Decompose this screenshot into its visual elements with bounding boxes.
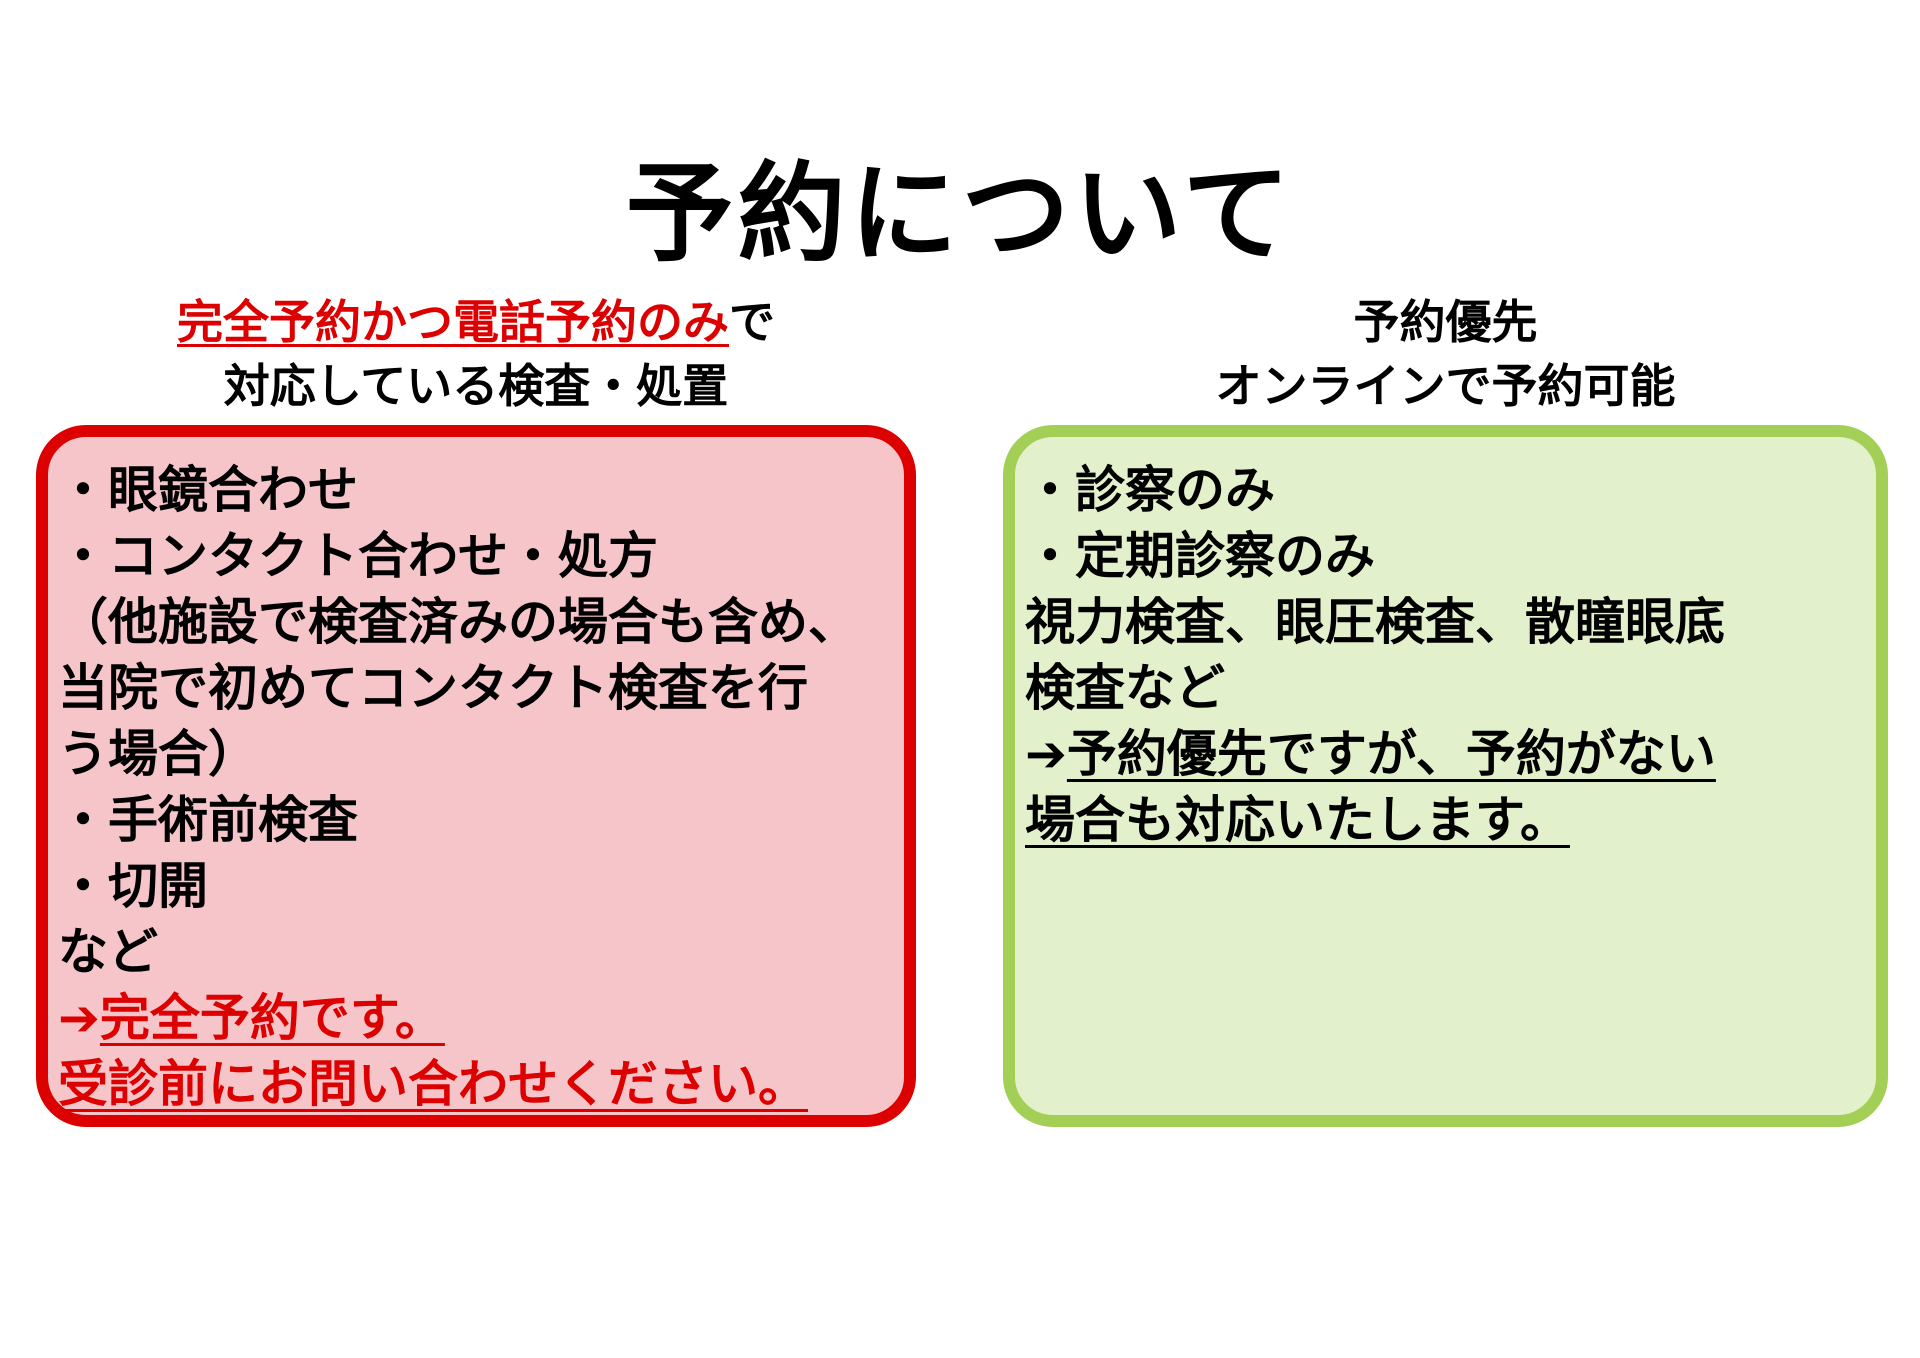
arrow-right-icon: ➔ [58, 989, 100, 1047]
list-item: ・手術前検査 [58, 791, 358, 849]
priority-reservation-box: ・診察のみ ・定期診察のみ 視力検査、眼圧検査、散瞳眼底 検査など ➔予約優先で… [1003, 425, 1888, 1127]
priority-reservation-list: ・診察のみ ・定期診察のみ 視力検査、眼圧検査、散瞳眼底 検査など ➔予約優先で… [1025, 457, 1866, 853]
list-item: 検査など [1025, 659, 1225, 717]
note-text-2: 受診前にお問い合わせください。 [58, 1055, 808, 1113]
list-item: など [58, 923, 158, 981]
list-item: ・切開 [58, 857, 208, 915]
arrow-right-icon: ➔ [1025, 725, 1067, 783]
list-item: う場合） [58, 725, 258, 783]
right-heading-line2: オンラインで予約可能 [1215, 359, 1676, 413]
list-item: ・眼鏡合わせ [58, 461, 358, 519]
right-heading-line1: 予約優先 [1353, 295, 1538, 349]
right-column-heading: 予約優先 オンラインで予約可能 [1003, 290, 1888, 418]
note-text-1: 予約優先ですが、予約がない [1066, 725, 1716, 783]
left-heading-suffix: で [729, 295, 775, 349]
left-column-heading: 完全予約かつ電話予約のみで 対応している検査・処置 [36, 290, 916, 418]
note-line-1: ➔予約優先ですが、予約がない [1025, 721, 1866, 787]
list-item: ・診察のみ [1025, 461, 1275, 519]
note-text-1: 完全予約です。 [99, 989, 445, 1047]
list-item: （他施設で検査済みの場合も含め、 [58, 593, 858, 651]
note-text-2: 場合も対応いたします。 [1025, 791, 1570, 849]
left-heading-line1: 完全予約かつ電話予約のみで [36, 290, 916, 354]
left-heading-line2: 対応している検査・処置 [223, 359, 729, 413]
list-item: 当院で初めてコンタクト検査を行 [58, 659, 808, 717]
list-item: 視力検査、眼圧検査、散瞳眼底 [1025, 593, 1725, 651]
page-title: 予約について [625, 152, 1295, 277]
note-line-2: 場合も対応いたします。 [1025, 787, 1866, 853]
full-reservation-list: ・眼鏡合わせ ・コンタクト合わせ・処方 （他施設で検査済みの場合も含め、 当院で… [58, 457, 894, 1117]
list-item: ・コンタクト合わせ・処方 [58, 527, 658, 585]
left-heading-emphasis: 完全予約かつ電話予約のみ [177, 295, 729, 349]
full-reservation-box: ・眼鏡合わせ ・コンタクト合わせ・処方 （他施設で検査済みの場合も含め、 当院で… [36, 425, 916, 1127]
note-line-1: ➔完全予約です。 [58, 985, 894, 1051]
list-item: ・定期診察のみ [1025, 527, 1375, 585]
note-line-2: 受診前にお問い合わせください。 [58, 1051, 894, 1117]
